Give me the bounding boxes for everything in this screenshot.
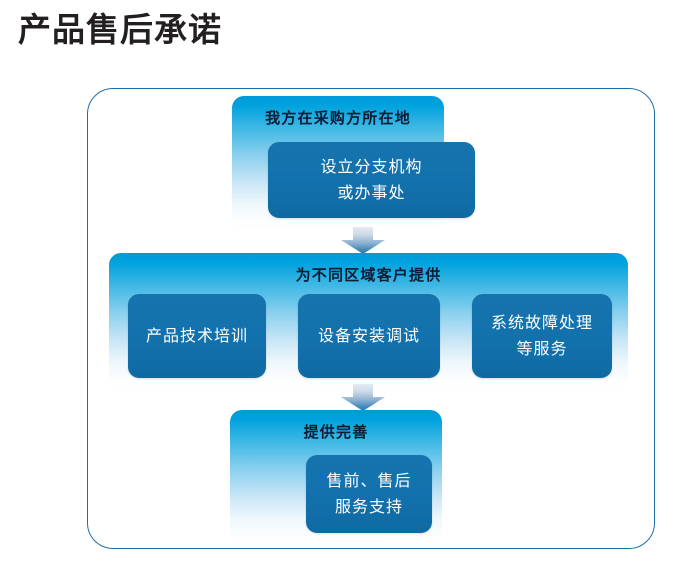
flow-step-2-title: 为不同区域客户提供 <box>295 266 442 284</box>
flow-step-3-box-1-line-2: 服务支持 <box>334 497 403 516</box>
flow-step-1-box-1-line-1: 设立分支机构 <box>320 157 423 176</box>
flow-step-3-title: 提供完善 <box>303 423 369 441</box>
flow-step-3-box-1[interactable]: 售前、售后 服务支持 <box>306 455 432 533</box>
arrow-down-icon <box>340 384 386 412</box>
flow-step-2-box-2-line-1: 设备安装调试 <box>317 326 420 345</box>
flow-step-2-box-1-line-1: 产品技术培训 <box>145 326 248 345</box>
flow-step-1-box-1-line-2: 或办事处 <box>337 183 406 202</box>
flow-step-3-box-1-line-1: 售前、售后 <box>326 471 412 490</box>
flow-step-1-box-1[interactable]: 设立分支机构 或办事处 <box>268 142 475 218</box>
arrow-down-icon <box>340 227 386 255</box>
flow-step-2-box-3-line-2: 等服务 <box>516 339 568 358</box>
flow-step-2-box-1[interactable]: 产品技术培训 <box>128 294 266 378</box>
flow-step-2-box-3-line-1: 系统故障处理 <box>490 313 593 332</box>
page-title: 产品售后承诺 <box>18 10 222 49</box>
flow-step-1-title: 我方在采购方所在地 <box>265 109 411 127</box>
flow-step-2-box-2[interactable]: 设备安装调试 <box>298 294 440 378</box>
flow-step-2-box-3[interactable]: 系统故障处理 等服务 <box>472 294 612 378</box>
